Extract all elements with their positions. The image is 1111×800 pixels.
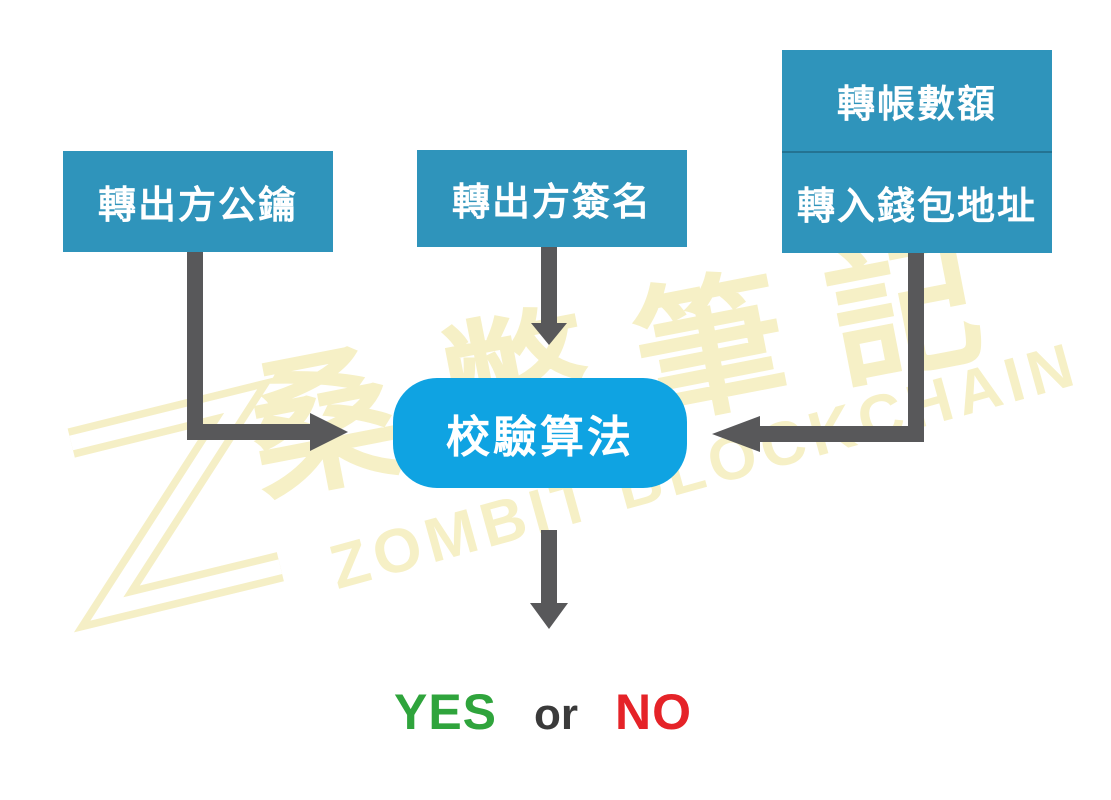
arrow-from-public-key-vertical (187, 252, 203, 440)
transfer-amount-cell: 轉帳數額 (782, 50, 1052, 153)
process-box-verification-algorithm: 校驗算法 (393, 378, 687, 488)
result-yes-label: YES (393, 684, 498, 740)
arrow-from-signature-vertical (541, 247, 557, 323)
arrow-left-head-icon (712, 416, 760, 452)
sender-signature-label: 轉出方簽名 (451, 182, 652, 224)
arrow-from-transfer-details-vertical (908, 253, 924, 440)
verification-algorithm-label: 校驗算法 (446, 413, 634, 462)
arrow-down-head-icon (530, 603, 568, 629)
arrow-right-head-icon (310, 413, 348, 451)
transfer-amount-label: 轉帳數額 (836, 83, 997, 126)
recipient-address-cell: 轉入錢包地址 (782, 153, 1052, 254)
arrow-from-transfer-details-horizontal (760, 426, 924, 442)
recipient-address-label: 轉入錢包地址 (796, 186, 1037, 229)
sender-public-key-label: 轉出方公鑰 (97, 185, 298, 227)
input-box-sender-public-key: 轉出方公鑰 (63, 151, 333, 252)
arrow-from-public-key-horizontal (187, 424, 310, 440)
arrow-down-head-icon (531, 323, 567, 345)
arrow-to-result-vertical (541, 530, 557, 604)
result-no-label: NO (615, 684, 693, 740)
result-row: YES or NO (343, 683, 743, 741)
input-box-transfer-details: 轉帳數額 轉入錢包地址 (782, 50, 1052, 253)
input-box-sender-signature: 轉出方簽名 (417, 150, 687, 247)
result-or-label: or (534, 690, 579, 739)
